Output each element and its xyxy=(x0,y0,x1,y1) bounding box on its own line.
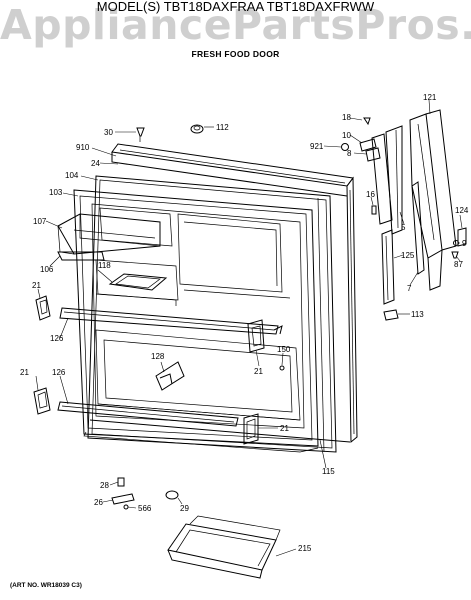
spring-28 xyxy=(117,477,125,487)
hinge-arm-5 xyxy=(371,125,403,235)
guide-113 xyxy=(383,309,399,321)
screw-566 xyxy=(123,504,129,510)
hinge-bar-121 xyxy=(409,109,457,291)
callout-21-a: 21 xyxy=(32,281,41,290)
callout-125: 125 xyxy=(401,251,415,260)
shelf-bar-lower xyxy=(57,401,239,427)
callout-21-b: 21 xyxy=(254,367,263,376)
screw-16 xyxy=(371,205,377,215)
bottle-bin-215 xyxy=(167,515,281,579)
callout-87: 87 xyxy=(454,260,463,269)
door-stop-7 xyxy=(411,181,425,275)
callout-labels: 30 112 910 24 104 103 107 106 118 21 126… xyxy=(20,93,469,553)
callout-910: 910 xyxy=(76,143,90,152)
bracket-21-right-mid xyxy=(247,319,265,353)
bracket-128 xyxy=(155,361,185,391)
callout-18: 18 xyxy=(342,113,351,122)
callout-124: 124 xyxy=(455,206,469,215)
dairy-bin-107 xyxy=(57,213,161,261)
callout-921: 921 xyxy=(310,142,324,151)
callout-5: 5 xyxy=(401,223,406,232)
callout-104: 104 xyxy=(65,171,79,180)
callout-21-c: 21 xyxy=(20,368,29,377)
callout-118: 118 xyxy=(98,261,111,270)
callout-24: 24 xyxy=(91,159,100,168)
section-title: FRESH FOOD DOOR xyxy=(191,49,280,59)
bushing-10 xyxy=(359,138,377,152)
callout-121: 121 xyxy=(423,93,437,102)
art-number: (ART NO. WR18039 C3) xyxy=(10,582,82,589)
screw-18 xyxy=(363,117,371,126)
callout-566: 566 xyxy=(138,504,152,513)
cover-124 xyxy=(457,227,467,247)
bracket-21-upper-left xyxy=(35,295,51,321)
callout-128: 128 xyxy=(151,352,165,361)
door-liner xyxy=(73,189,319,453)
callout-16: 16 xyxy=(366,190,375,199)
callout-115: 115 xyxy=(322,467,335,476)
watermark: AppliancePartsPros.com xyxy=(0,1,471,49)
callout-28: 28 xyxy=(100,481,109,490)
callout-107: 107 xyxy=(33,217,47,226)
callout-26: 26 xyxy=(94,498,103,507)
bracket-21-lower-left xyxy=(33,387,51,415)
bracket-21-right-low xyxy=(243,413,259,445)
hinge-cover-125 xyxy=(381,229,395,305)
callout-106: 106 xyxy=(40,265,54,274)
callout-10: 10 xyxy=(342,131,351,140)
plug-921 xyxy=(341,143,349,151)
callout-113: 113 xyxy=(411,310,424,319)
outer-door-panel xyxy=(89,143,358,444)
callout-215: 215 xyxy=(298,544,312,553)
hinge-pin-26 xyxy=(111,493,135,505)
callout-30: 30 xyxy=(104,128,113,137)
callout-7: 7 xyxy=(407,284,412,293)
callout-21-d: 21 xyxy=(280,424,289,433)
plug-112 xyxy=(190,124,204,134)
screw-87 xyxy=(451,251,459,259)
cap-8 xyxy=(365,147,381,162)
callout-29: 29 xyxy=(180,504,189,513)
shelf-bar-upper xyxy=(59,307,283,335)
model-numbers: MODEL(S) TBT18DAXFRAA TBT18DAXFRWW xyxy=(96,0,375,14)
screw-30 xyxy=(136,127,145,142)
callout-112: 112 xyxy=(216,123,229,132)
leader-lines xyxy=(35,99,463,557)
screw-150 xyxy=(279,365,285,371)
callout-9: 9 xyxy=(462,239,467,248)
egg-tray xyxy=(108,273,168,291)
callout-103: 103 xyxy=(49,188,63,197)
cam-29 xyxy=(165,490,179,500)
callout-8: 8 xyxy=(347,149,352,158)
callout-126-b: 126 xyxy=(52,368,66,377)
callout-126-a: 126 xyxy=(50,334,64,343)
callout-150: 150 xyxy=(277,345,291,354)
